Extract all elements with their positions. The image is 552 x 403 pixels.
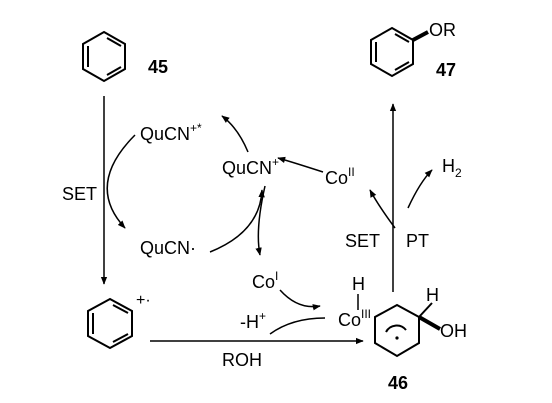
qucn-excited: QuCN+* [140,121,202,144]
set-label-right: SET [345,231,380,251]
intermediate-h: H [426,285,439,305]
cobalt-ii: CoII [325,165,355,188]
hydrogen-product: H2 [442,156,462,180]
product-47-ring [370,26,429,78]
roh-label: ROH [222,350,262,370]
photocatalyst-quench-arrow [106,134,136,229]
pt-label: PT [406,231,429,251]
proton-loss-curve [269,317,326,335]
compound-number-45: 45 [148,57,168,77]
co-oxidation-arrow [277,156,324,173]
h2-release-arrow [407,169,433,209]
cycle-arrow-up [209,189,265,253]
proton-loss-label: -H+ [240,309,266,332]
compound-number-46: 46 [388,373,408,393]
intermediate-oh: OH [440,321,467,341]
cobalt-iii-hydride: CoIII [338,307,371,330]
cobalt-i: CoI [252,269,278,292]
intermediate-46-ring [374,302,441,358]
co-regeneration-arrow [369,189,396,229]
product-substituent: OR [429,20,456,40]
cobalt-hydride-h: H [352,274,365,294]
qucn-radical: QuCN· [140,238,196,258]
benzene-radical-cation [87,297,133,350]
benzene-45 [82,30,126,83]
excitation-arrow [221,115,249,153]
compound-number-47: 47 [436,60,456,80]
qucn-cation: QuCN+ [222,155,279,178]
set-label-left: SET [62,184,97,204]
co1-to-co3-arrow [279,289,321,311]
radical-cation-charge: +· [136,292,151,309]
